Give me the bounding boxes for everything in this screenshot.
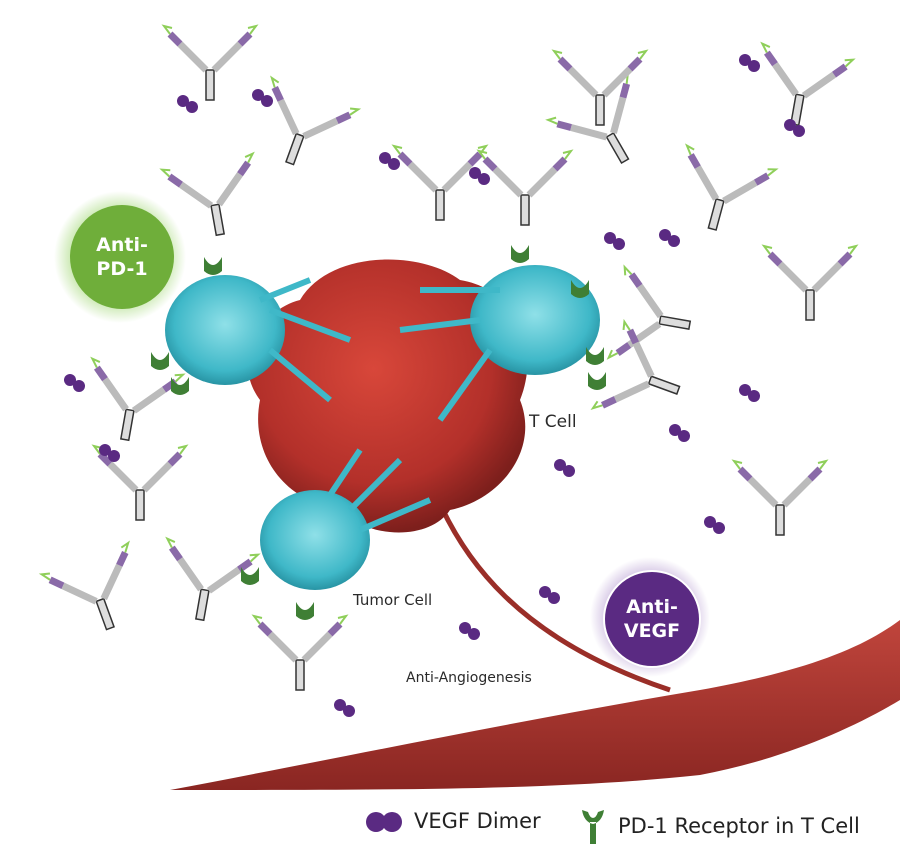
pd1-receptor — [511, 245, 529, 263]
antibody — [270, 75, 362, 166]
vegf-dimer — [739, 384, 760, 402]
vegf-dimer — [379, 152, 400, 170]
legend-label: VEGF Dimer — [414, 809, 541, 833]
vegf-dimer — [469, 167, 490, 185]
vegf-dimer — [669, 424, 690, 442]
badge-text: VEGF — [623, 620, 681, 642]
legend-label: PD-1 Receptor in T Cell — [618, 814, 860, 838]
pd1-receptor — [296, 602, 314, 620]
antibody — [551, 49, 649, 126]
t-cell-right — [399, 265, 600, 422]
antibody — [251, 614, 349, 691]
antibody — [91, 444, 189, 521]
vegf-dimer — [64, 374, 85, 392]
antibody — [590, 318, 681, 410]
antibody — [90, 356, 186, 442]
antibody — [684, 143, 779, 231]
pd1-receptor — [171, 377, 189, 395]
antibody — [760, 41, 856, 127]
pd1-receptor — [151, 352, 169, 370]
vegf-dimer — [784, 119, 805, 137]
antibody — [606, 264, 692, 360]
pd1-receptors — [151, 245, 606, 620]
antibody — [38, 540, 130, 631]
vegf-dimer — [704, 516, 725, 534]
antibody — [159, 151, 255, 237]
t-cell-label: T Cell — [529, 412, 577, 432]
t-cell-left — [165, 275, 352, 403]
legend-vegf-dimer: VEGF Dimer — [364, 806, 541, 836]
vegf-dimer — [334, 699, 355, 717]
vegf-dimer — [177, 95, 198, 113]
vegf-dimer — [604, 232, 625, 250]
tumor-cell-label: Tumor Cell — [353, 591, 433, 609]
pd1-receptor — [571, 280, 589, 298]
pd1-receptor — [588, 372, 606, 390]
vegf-dimer — [99, 444, 120, 462]
antibodies — [38, 24, 859, 691]
antibody — [391, 144, 489, 221]
vegf-dimer — [539, 586, 560, 604]
vegf-dimer — [459, 622, 480, 640]
badge-text: Anti- — [96, 234, 148, 256]
pd1-receptor — [204, 257, 222, 275]
antibody — [545, 71, 631, 165]
antibody — [165, 536, 261, 622]
antibody — [476, 149, 574, 226]
anti-pd1-badge: Anti- PD-1 — [70, 205, 174, 309]
pd1-receptor — [586, 347, 604, 365]
vegf-dimer — [739, 54, 760, 72]
badge-text: PD-1 — [96, 258, 148, 280]
antibody — [761, 244, 859, 321]
antibody — [161, 24, 259, 101]
legend-pd1-receptor: PD-1 Receptor in T Cell — [578, 806, 860, 846]
vegf-dimer — [659, 229, 680, 247]
t-cell-bottom — [260, 448, 432, 590]
vegf-dimer — [252, 89, 273, 107]
antibody — [731, 459, 829, 536]
vegf-dimer-icon — [366, 812, 402, 832]
pd1-receptor — [241, 567, 259, 585]
vegf-dimer — [554, 459, 575, 477]
anti-vegf-badge: Anti- VEGF — [603, 570, 701, 668]
vegf-dimers — [64, 54, 805, 717]
anti-angiogenesis-label: Anti-Angiogenesis — [406, 670, 532, 686]
pd1-receptor-icon — [582, 810, 604, 844]
badge-text: Anti- — [626, 596, 678, 618]
